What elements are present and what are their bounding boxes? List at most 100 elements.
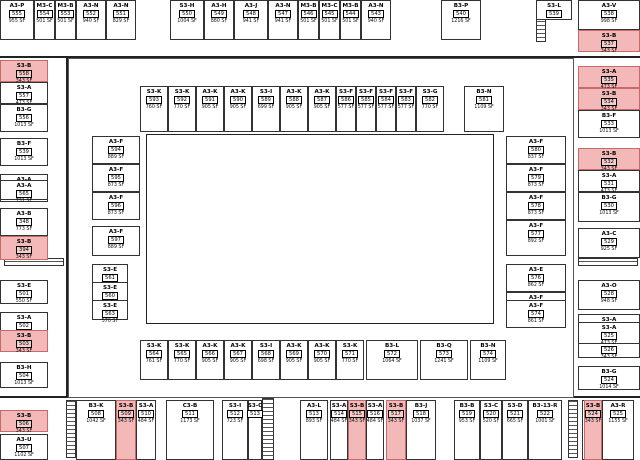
unit-code: A3-J [244, 3, 258, 9]
unit-code: B3-G [16, 107, 32, 113]
unit-code: A3-F [528, 139, 544, 145]
unit-number: 534 [601, 98, 617, 106]
unit-number: 525 [610, 410, 626, 418]
unit-code: S3-A [16, 85, 32, 91]
unit-number: 595 [108, 174, 124, 182]
unit-code: A3-U [16, 437, 32, 443]
unit-number: 520 [483, 410, 499, 418]
unit-code: B3-B [459, 403, 475, 409]
unit-560: S3-E560570 SF [92, 282, 128, 306]
unit-area: 577 SF [357, 105, 375, 110]
unit-number: 578 [528, 202, 544, 210]
unit-code: A3-K [286, 89, 302, 95]
unit-number: 526 [601, 346, 617, 354]
stair [66, 400, 76, 458]
unit-code: S3-F [378, 89, 394, 95]
unit-number: 539 [546, 10, 562, 18]
unit-code: B3-13-R [532, 403, 558, 409]
unit-area: 1241 SF [434, 359, 454, 364]
unit-number: 513 [306, 410, 322, 418]
unit-code: A3-F [528, 295, 544, 301]
unit-area: 343 SF [348, 419, 366, 424]
unit-557: S3-A557473 SF [0, 82, 48, 106]
unit-area: 905 SF [229, 105, 247, 110]
unit-area: 905 SF [201, 359, 219, 364]
unit-number: 549 [211, 10, 227, 18]
unit-code: S3-E [102, 303, 118, 309]
unit-area: 343 SF [600, 355, 618, 360]
unit-area: 770 SF [173, 359, 191, 364]
unit-area: 723 SF [226, 419, 244, 424]
unit-area: 940 SF [82, 19, 100, 24]
unit-area: 520 SF [482, 419, 500, 424]
unit-number: 570 [314, 350, 330, 358]
unit-area: 570 SF [101, 319, 119, 324]
unit-number: 574 [528, 310, 544, 318]
unit-number: 566 [202, 350, 218, 358]
unit-number: 558 [16, 70, 32, 78]
unit-area: 1014 SF [599, 385, 619, 390]
unit-number: 509 [118, 410, 134, 418]
unit-area: 343 SF [15, 429, 33, 434]
unit-area: 948 SF [600, 299, 618, 304]
unit-code: S3-B [16, 413, 32, 419]
unit-number: 571 [342, 350, 358, 358]
unit-code: B3-N [476, 89, 492, 95]
unit-area: 501 SF [321, 19, 338, 24]
unit-number: 585 [358, 96, 374, 104]
unit-area: 343 SF [15, 349, 33, 354]
stair [568, 400, 578, 458]
unit-code: B3-H [16, 365, 32, 371]
unit-number: 576 [528, 274, 544, 282]
unit-code: M3-C [36, 3, 53, 9]
unit-number: 504 [16, 372, 32, 380]
unit-number: 583 [398, 96, 414, 104]
unit-code: A3-F [108, 195, 124, 201]
unit-number: 594 [108, 146, 124, 154]
unit-code: M3-B [342, 3, 359, 9]
unit-area: 1173 SF [180, 419, 200, 424]
unit-number: 540 [453, 10, 469, 18]
unit-number: 522 [537, 410, 553, 418]
unit-number: 592 [174, 96, 190, 104]
unit-number: 589 [258, 96, 274, 104]
unit-561: S3-E561570 SF [92, 264, 128, 288]
unit-code: A3-K [314, 89, 330, 95]
unit-code: A3-F [108, 229, 124, 235]
unit-code: B3-G [601, 195, 617, 201]
unit-area: 829 SF [112, 19, 130, 24]
unit-535: S3-A535473 SF [578, 66, 640, 90]
unit-area: 1109 SF [474, 105, 494, 110]
unit-code: B3-L [384, 343, 400, 349]
unit-number: 394 [16, 246, 32, 254]
unit-number: 590 [230, 96, 246, 104]
unit-number: 510 [138, 410, 154, 418]
unit-number: 587 [314, 96, 330, 104]
unit-code: S3-H [179, 3, 195, 9]
unit-area: 892 SF [527, 239, 545, 244]
unit-number: 556 [16, 114, 32, 122]
unit-number: 516 [367, 410, 383, 418]
unit-number: 529 [601, 238, 617, 246]
unit-number: 533 [601, 120, 617, 128]
unit-code: A3-K [286, 343, 302, 349]
unit-number: 561 [102, 274, 118, 282]
